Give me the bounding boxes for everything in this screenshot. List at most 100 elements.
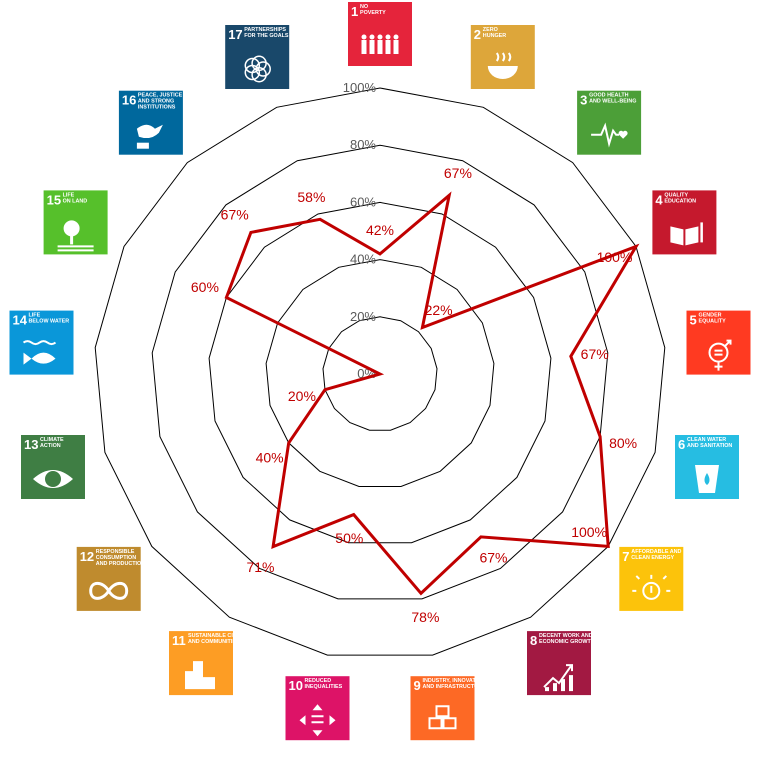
dove-gavel-icon (136, 124, 163, 149)
sdg-label-line: DECENT WORK AND (539, 633, 593, 639)
radar-series (224, 191, 640, 596)
sun-power-icon (632, 574, 671, 600)
city-icon (185, 661, 215, 690)
sdg-badge-background (348, 2, 412, 66)
sdg-label-line: INEQUALITIES (305, 684, 343, 690)
sdg-badge-background (118, 90, 183, 155)
sdg-label-line: INSTITUTIONS (138, 105, 176, 111)
tick-label: 100% (343, 80, 377, 95)
sdg-number: 17 (228, 27, 242, 42)
sdg-label-line: ZERO (483, 27, 498, 33)
sdg-label-line: PARTNERSHIPS (244, 27, 286, 33)
sdg-number: 5 (690, 313, 697, 328)
sdg-label-line: ECONOMIC GROWTH (539, 639, 595, 645)
sdg-number: 4 (655, 192, 663, 207)
data-label: 67% (444, 165, 472, 181)
sdg-label-line: AND WELL-BEING (589, 99, 636, 105)
sdg-label-line: CLEAN ENERGY (631, 555, 674, 561)
sdg-label-line: AND STRONG (138, 99, 174, 105)
sdg-label-line: AND INFRASTRUCTURE (423, 684, 486, 690)
sdg-label-line: EQUALITY (699, 319, 727, 325)
sdg-number: 16 (122, 93, 136, 108)
sdg-number: 7 (622, 549, 629, 564)
data-label: 67% (479, 549, 507, 565)
sdg-label-line: ON LAND (63, 198, 88, 204)
sdg-label-line: GOOD HEALTH (589, 93, 629, 99)
sdg-number: 12 (80, 549, 94, 564)
heartbeat-icon (591, 122, 628, 148)
sdg-number: 8 (530, 633, 537, 648)
sdg-number: 13 (24, 437, 38, 452)
sdg-label-line: AND SANITATION (687, 443, 732, 449)
sdg-badge-background (652, 190, 717, 255)
fish-icon (22, 340, 57, 365)
cubes-icon (428, 705, 457, 730)
data-label: 100% (597, 249, 633, 265)
sdg-number: 6 (678, 437, 685, 452)
sdg-label-line: CLEAN WATER (687, 437, 726, 443)
sdg-number: 2 (474, 27, 481, 42)
sdg-label-line: AND PRODUCTION (96, 561, 146, 567)
grid-ring (322, 316, 438, 431)
data-label: 78% (411, 609, 439, 625)
sdg-label-line: GENDER (699, 313, 722, 319)
data-label: 60% (191, 279, 219, 295)
equality-arrows-icon (299, 704, 336, 737)
data-label: 20% (288, 388, 316, 404)
tick-label: 60% (350, 194, 376, 209)
data-label: 22% (425, 302, 453, 318)
radar-data-labels: 42%67%22%100%67%80%100%67%78%50%71%40%20… (191, 165, 637, 625)
tick-label: 20% (350, 309, 376, 324)
sdg-label-line: SUSTAINABLE CITIES (188, 633, 245, 639)
sdg-number: 9 (414, 678, 421, 693)
data-label: 40% (256, 449, 284, 465)
sdg-label-line: RESPONSIBLE (96, 549, 135, 555)
earth-eye-icon (33, 470, 73, 488)
sdg-label-line: LIFE (63, 192, 75, 198)
series-line (224, 191, 640, 596)
infinity-icon (89, 581, 129, 600)
sdg-number: 3 (580, 93, 587, 108)
sdg-badge-background (21, 435, 85, 499)
sdg-label-line: ACTION (40, 443, 61, 449)
sdg-number: 14 (13, 313, 28, 328)
sdg-label-line: LIFE (29, 313, 41, 319)
sdg-label-line: HUNGER (483, 33, 506, 39)
sdg-badge-background (410, 676, 475, 741)
grid-ring (151, 144, 609, 600)
rings-icon (244, 55, 271, 83)
sdg-badge-background (76, 546, 141, 611)
data-label: 67% (221, 207, 249, 223)
sdg-badge-background (527, 631, 591, 696)
sdg-label-line: AFFORDABLE AND (631, 549, 681, 555)
data-label: 58% (297, 189, 325, 205)
gender-equality-icon (708, 339, 732, 371)
sdg-badge-background (9, 310, 74, 375)
tree-icon (57, 220, 94, 252)
data-label: 80% (609, 435, 637, 451)
data-label: 50% (335, 530, 363, 546)
growth-chart-icon (543, 664, 573, 692)
sdg-label-line: CLIMATE (40, 437, 64, 443)
tick-label: 40% (350, 252, 376, 267)
sdg-label-line: EDUCATION (664, 198, 696, 204)
sdg-label-line: BELOW WATER (29, 319, 70, 325)
sdg-label-line: INDUSTRY, INNOVATION (423, 678, 486, 684)
sdg-label-line: REDUCED (305, 678, 332, 684)
data-label: 42% (366, 222, 394, 238)
data-label: 100% (571, 524, 607, 540)
